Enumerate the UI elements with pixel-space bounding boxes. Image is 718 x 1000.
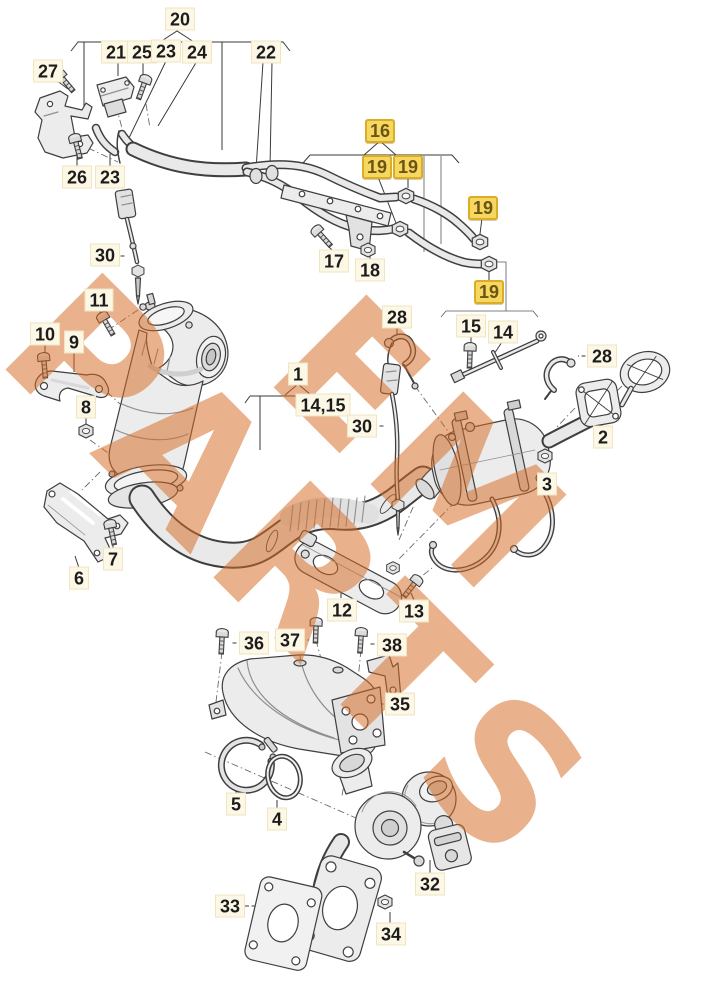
oxygen-sensor-mid-part bbox=[379, 342, 405, 536]
nut-34-icon bbox=[377, 894, 393, 910]
callout-10[interactable]: 10 bbox=[29, 322, 61, 346]
bolt-37-icon bbox=[308, 616, 323, 644]
nut-19-icon bbox=[471, 233, 489, 251]
bolt-25-icon bbox=[132, 72, 154, 102]
nut-8-icon bbox=[78, 423, 94, 439]
callout-36[interactable]: 36 bbox=[238, 631, 270, 655]
callout-7[interactable]: 7 bbox=[102, 547, 124, 571]
downpipe-part bbox=[128, 465, 437, 569]
catalytic-converter-part bbox=[104, 292, 229, 509]
callout-28-b[interactable]: 28 bbox=[586, 344, 618, 368]
callout-33[interactable]: 33 bbox=[214, 894, 246, 918]
callout-9[interactable]: 9 bbox=[63, 330, 85, 354]
callout-23-a[interactable]: 23 bbox=[150, 39, 182, 63]
callout-27[interactable]: 27 bbox=[32, 59, 64, 83]
callout-30-b[interactable]: 30 bbox=[346, 414, 378, 438]
support-rod-part bbox=[450, 330, 547, 384]
callout-2[interactable]: 2 bbox=[592, 425, 614, 449]
callout-16-highlighted[interactable]: 16 bbox=[364, 119, 396, 143]
callout-22[interactable]: 22 bbox=[250, 40, 282, 64]
callout-15[interactable]: 15 bbox=[455, 314, 487, 338]
support-plate-part bbox=[294, 529, 403, 615]
callout-1[interactable]: 1 bbox=[287, 362, 309, 386]
callout-34[interactable]: 34 bbox=[375, 922, 407, 946]
bolt-38-icon bbox=[353, 626, 369, 654]
callout-8[interactable]: 8 bbox=[75, 395, 97, 419]
callout-3[interactable]: 3 bbox=[536, 472, 558, 496]
callout-24[interactable]: 24 bbox=[181, 40, 213, 64]
callout-19-highlighted-c[interactable]: 19 bbox=[467, 196, 499, 220]
callout-28-a[interactable]: 28 bbox=[381, 305, 413, 329]
bolt-17-icon bbox=[308, 222, 336, 251]
flange-gasket-part bbox=[575, 378, 622, 428]
callout-13[interactable]: 13 bbox=[398, 599, 430, 623]
callout-12[interactable]: 12 bbox=[326, 598, 358, 622]
callout-26[interactable]: 26 bbox=[61, 165, 93, 189]
callout-35[interactable]: 35 bbox=[384, 692, 416, 716]
callout-37[interactable]: 37 bbox=[274, 628, 306, 652]
callout-19-highlighted-d[interactable]: 19 bbox=[473, 280, 505, 304]
nut-19-icon bbox=[480, 255, 498, 273]
bolt-11-icon bbox=[94, 309, 119, 339]
callout-5[interactable]: 5 bbox=[225, 792, 247, 816]
pressure-sensor-part bbox=[96, 76, 135, 118]
callout-4[interactable]: 4 bbox=[266, 807, 288, 831]
callout-19-highlighted-b[interactable]: 19 bbox=[392, 155, 424, 179]
bolt-36-icon bbox=[214, 627, 230, 655]
callout-17[interactable]: 17 bbox=[318, 249, 350, 273]
callout-18[interactable]: 18 bbox=[354, 258, 386, 282]
callout-14-15[interactable]: 14,15 bbox=[295, 393, 351, 417]
o-ring-part bbox=[265, 753, 303, 801]
oval-seal-part bbox=[619, 350, 671, 408]
support-bracket-part bbox=[43, 482, 129, 563]
callout-30-a[interactable]: 30 bbox=[89, 243, 121, 267]
bolt-15-icon bbox=[462, 341, 477, 369]
nut-19-icon bbox=[391, 220, 409, 238]
hose-assembly-part bbox=[125, 141, 487, 269]
nut-3-icon bbox=[537, 448, 553, 464]
oxygen-sensor-left-part bbox=[114, 130, 156, 311]
turbo-gasket-part bbox=[244, 876, 323, 971]
callout-23-b[interactable]: 23 bbox=[94, 165, 126, 189]
nut-19-icon bbox=[397, 187, 415, 205]
callout-20[interactable]: 20 bbox=[164, 7, 196, 31]
callout-11[interactable]: 11 bbox=[84, 288, 114, 312]
callout-32[interactable]: 32 bbox=[414, 872, 446, 896]
callout-19-highlighted-a[interactable]: 19 bbox=[361, 155, 393, 179]
tem p-sensor-right-part bbox=[543, 356, 576, 400]
hanger-bracket-part bbox=[34, 370, 110, 402]
callout-14[interactable]: 14 bbox=[487, 320, 519, 344]
callout-38[interactable]: 38 bbox=[376, 633, 408, 657]
nut-icon bbox=[386, 561, 400, 575]
nut-18-icon bbox=[360, 242, 376, 258]
callout-6[interactable]: 6 bbox=[68, 566, 90, 590]
